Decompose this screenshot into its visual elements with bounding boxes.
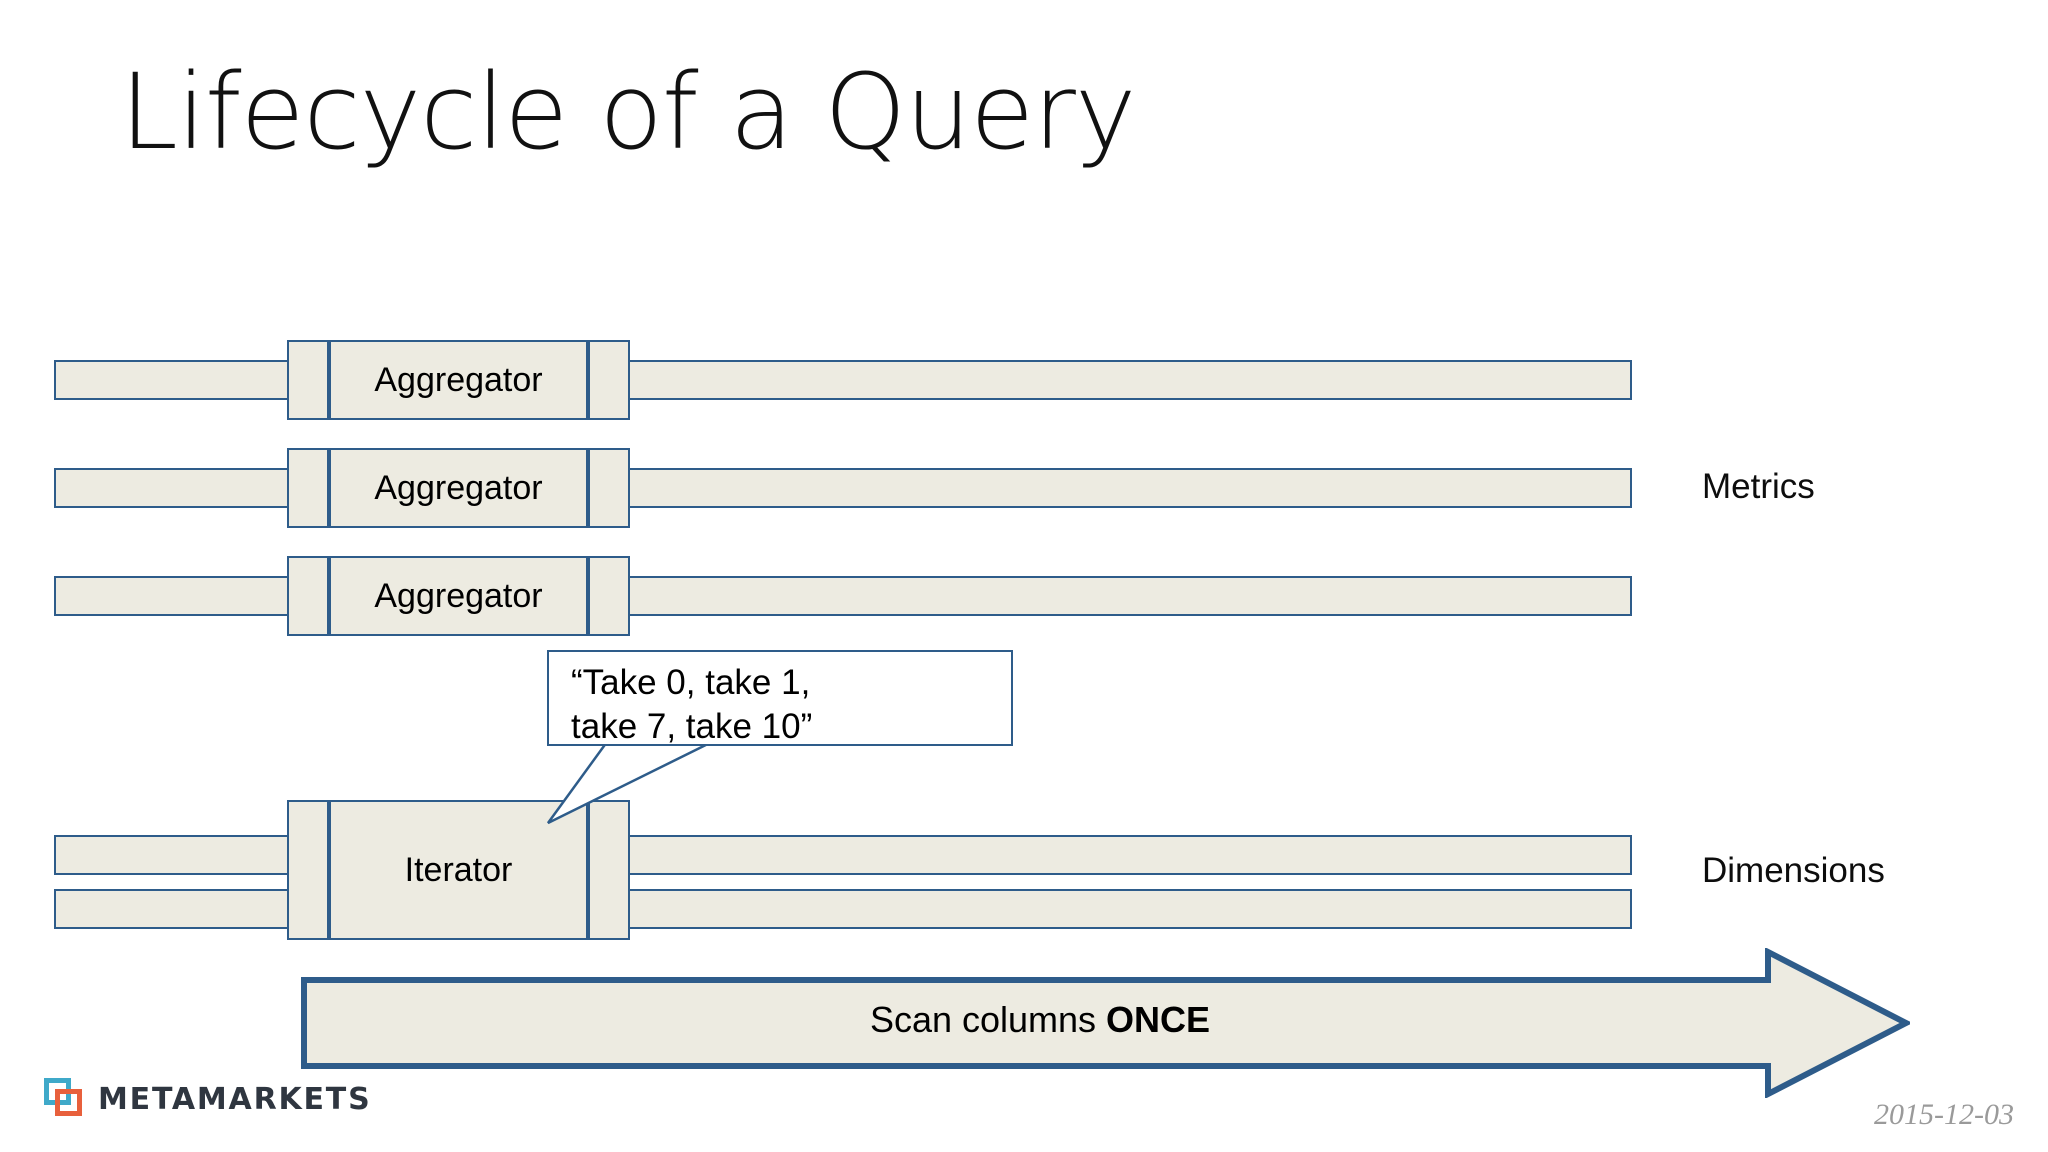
aggregator-cell-main-2 [329,448,588,528]
iterator-cell-main [329,800,588,940]
slide-date: 2015-12-03 [1874,1098,2014,1131]
logo-square-orange-icon [55,1089,82,1116]
aggregator-cell-left-2 [287,448,329,528]
dimension-bar-left-2 [54,889,294,929]
page-title: Lifecycle of a Query [120,51,1136,173]
metric-bar-right-2 [620,468,1632,508]
group-label-dimensions: Dimensions [1702,851,1885,890]
scan-columns-arrow-icon [301,948,1910,1098]
metric-bar-left-3 [54,576,294,616]
dimension-bar-right-1 [620,835,1632,875]
metric-bar-left-1 [54,360,294,400]
metric-bar-left-2 [54,468,294,508]
callout-box: “Take 0, take 1, take 7, take 10” [547,650,1013,746]
aggregator-cell-main-3 [329,556,588,636]
aggregator-cell-right-2 [588,448,630,528]
group-label-metrics: Metrics [1702,467,1815,506]
aggregator-cell-left-1 [287,340,329,420]
aggregator-cell-left-3 [287,556,329,636]
dimension-bar-left-1 [54,835,294,875]
callout-text: “Take 0, take 1, take 7, take 10” [571,663,813,747]
metamarkets-logo-mark-icon [44,1078,86,1120]
logo-wordmark: METAMARKETS [98,1081,372,1117]
iterator-cell-left [287,800,329,940]
aggregator-cell-right-3 [588,556,630,636]
metric-bar-right-1 [620,360,1632,400]
iterator-cell-right [588,800,630,940]
aggregator-cell-main-1 [329,340,588,420]
metric-bar-right-3 [620,576,1632,616]
aggregator-cell-right-1 [588,340,630,420]
dimension-bar-right-2 [620,889,1632,929]
scan-arrow-emphasis: ONCE [1106,999,1211,1040]
scan-columns-arrow-label: Scan columns ONCE [300,999,1780,1041]
scan-arrow-prefix: Scan columns [869,999,1107,1040]
metamarkets-logo: METAMARKETS [44,1077,371,1121]
